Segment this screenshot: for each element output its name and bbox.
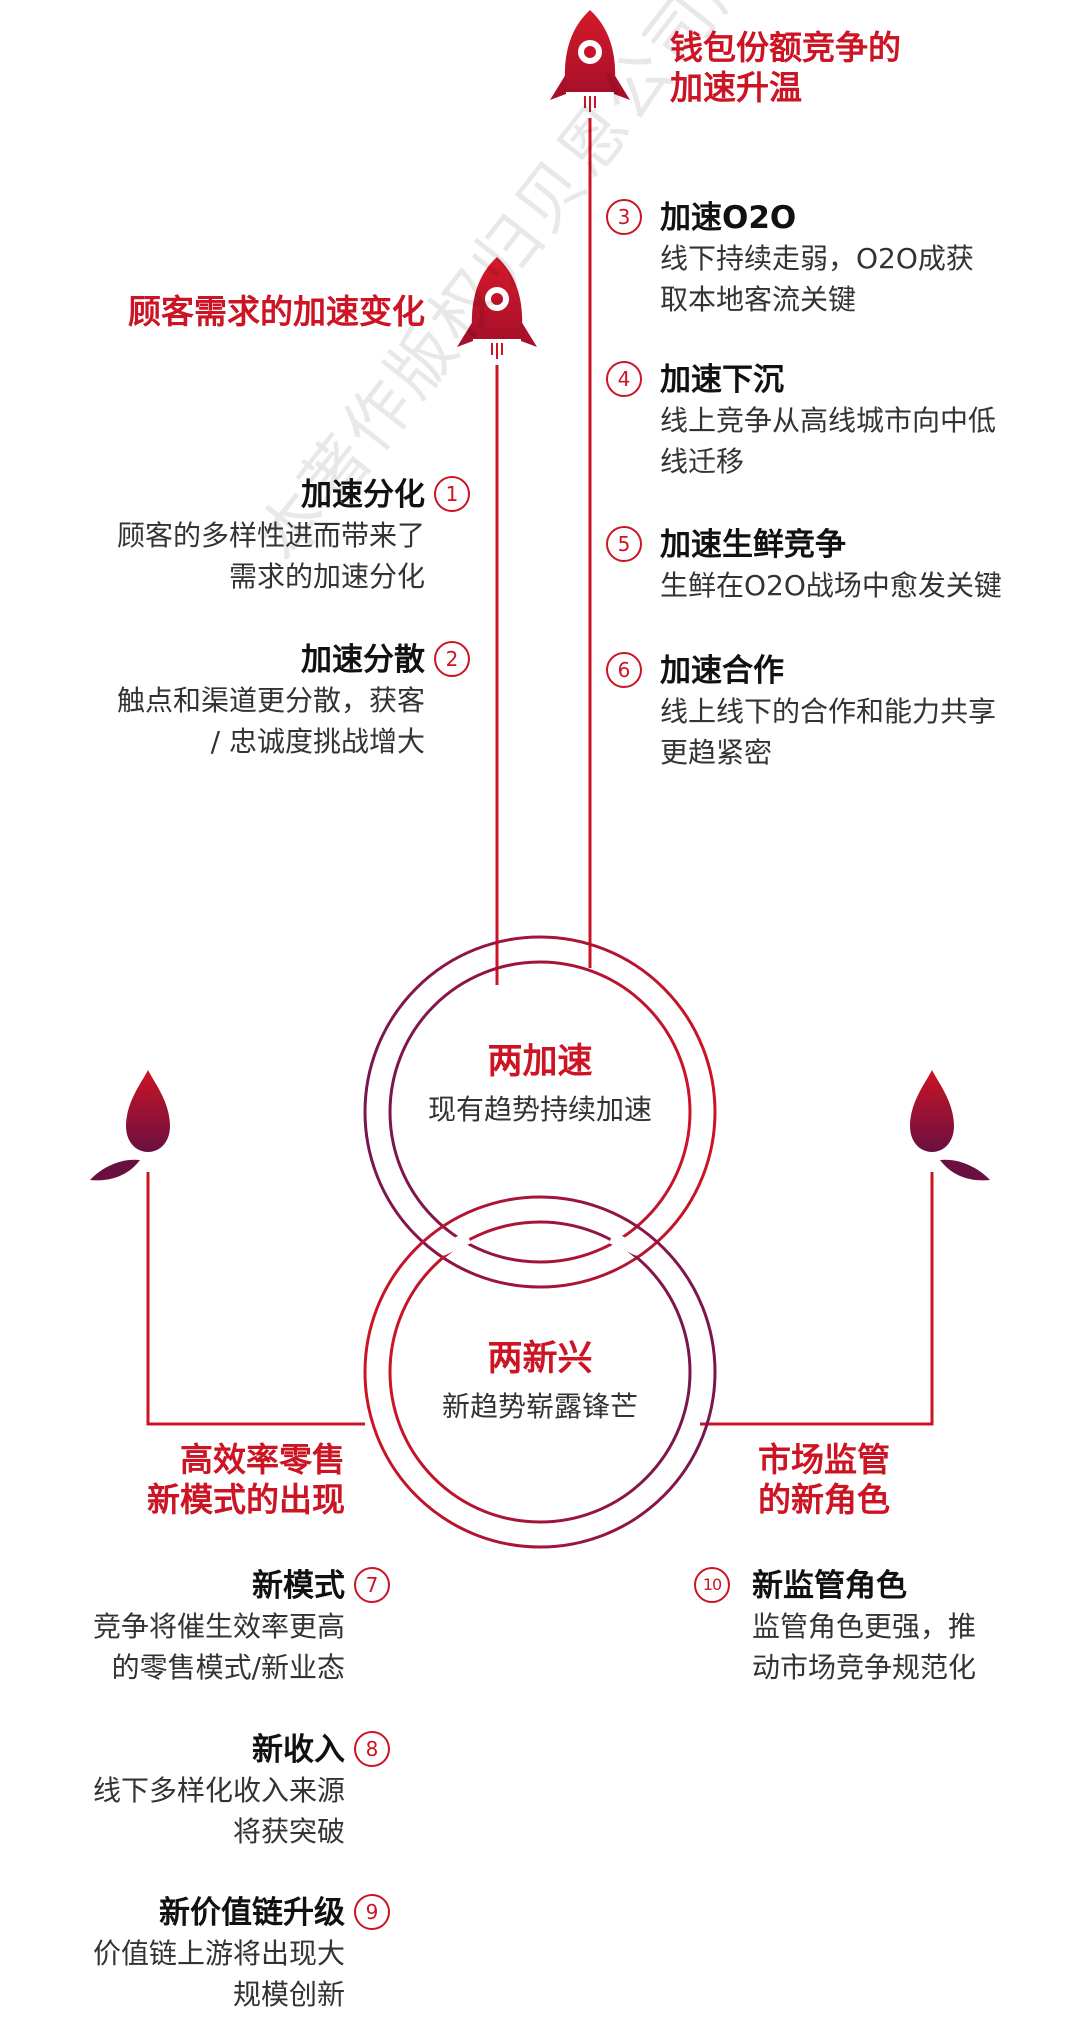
item-10-line2: 动市场竞争规范化 <box>752 1651 977 1684</box>
item-2-line2: / 忠诚度挑战增大 <box>210 725 425 758</box>
item-7-number: 7 <box>354 1567 390 1603</box>
circle-bottom-title: 两新兴 <box>487 1339 593 1379</box>
item-9: 新价值链升级 价值链上游将出现大 规模创新 <box>30 1893 345 2015</box>
item-8-number: 8 <box>354 1731 390 1767</box>
item-5-title: 加速生鲜竞争 <box>660 527 846 563</box>
item-6: 加速合作 线上线下的合作和能力共享 更趋紧密 <box>660 651 1070 773</box>
item-8-line2: 将获突破 <box>232 1815 345 1848</box>
item-4-line1: 线上竞争从高线城市向中低 <box>660 404 997 437</box>
item-5-line1: 生鲜在O2O战场中愈发关键 <box>660 569 1002 602</box>
rocket-right-icon <box>550 10 630 112</box>
item-9-number: 9 <box>354 1894 390 1930</box>
circle-top-title: 两加速 <box>487 1042 593 1082</box>
top-circle-outer <box>363 935 717 1289</box>
item-1-line2: 需求的加速分化 <box>228 560 425 593</box>
item-6-title: 加速合作 <box>660 653 784 689</box>
item-2-title: 加速分散 <box>301 642 425 678</box>
item-8-title: 新收入 <box>252 1732 345 1768</box>
item-7: 新模式 竞争将催生效率更高 的零售模式/新业态 <box>30 1566 345 1688</box>
item-5: 加速生鲜竞争 生鲜在O2O战场中愈发关键 <box>660 525 1070 606</box>
item-6-line1: 线上线下的合作和能力共享 <box>660 695 997 728</box>
item-7-line1: 竞争将催生效率更高 <box>92 1610 345 1643</box>
item-6-number: 6 <box>606 652 642 688</box>
sprout-left-title: 高效率零售 新模式的出现 <box>40 1440 345 1520</box>
item-4-number: 4 <box>606 361 642 397</box>
item-3-line2: 取本地客流关键 <box>660 283 857 316</box>
rocket-left-icon <box>457 257 537 359</box>
item-6-line2: 更趋紧密 <box>660 736 773 769</box>
item-2-line1: 触点和渠道更分散，获客 <box>116 684 425 717</box>
item-3-title: 加速O2O <box>660 200 797 236</box>
item-4-title: 加速下沉 <box>660 362 784 398</box>
sprout-left-title-line1: 高效率零售 <box>180 1440 345 1479</box>
sprout-right-title-line2: 的新角色 <box>758 1480 890 1519</box>
rocket-right-title-line2: 加速升温 <box>670 68 802 107</box>
item-1-title: 加速分化 <box>301 477 425 513</box>
item-1: 加速分化 顾客的多样性进而带来了 需求的加速分化 <box>40 475 425 597</box>
item-1-line1: 顾客的多样性进而带来了 <box>116 519 425 552</box>
item-9-line1: 价值链上游将出现大 <box>92 1937 345 1970</box>
item-9-title: 新价值链升级 <box>159 1895 345 1931</box>
item-8: 新收入 线下多样化收入来源 将获突破 <box>30 1730 345 1852</box>
item-4-line2: 线迁移 <box>660 445 745 478</box>
item-3-number: 3 <box>606 199 642 235</box>
left-sprout-line <box>146 1172 365 1426</box>
item-3: 加速O2O 线下持续走弱，O2O成获 取本地客流关键 <box>660 198 1060 320</box>
sprout-left-icon <box>90 1070 170 1181</box>
sprout-right-icon <box>910 1070 990 1181</box>
item-7-title: 新模式 <box>252 1568 345 1604</box>
item-10-line1: 监管角色更强，推 <box>752 1610 977 1643</box>
circle-bottom-subtitle: 新趋势崭露锋芒 <box>441 1390 638 1423</box>
item-5-number: 5 <box>606 526 642 562</box>
item-1-number: 1 <box>434 476 470 512</box>
top-circle-inner <box>388 960 692 1264</box>
sprout-right-title-line1: 市场监管 <box>758 1440 890 1479</box>
item-8-line1: 线下多样化收入来源 <box>92 1774 345 1807</box>
rocket-left-title: 顾客需求的加速变化 <box>128 292 425 331</box>
item-3-line1: 线下持续走弱，O2O成获 <box>660 242 974 275</box>
item-10-number: 10 <box>694 1567 730 1603</box>
item-10-title: 新监管角色 <box>752 1568 907 1604</box>
circle-top-subtitle: 现有趋势持续加速 <box>427 1093 652 1126</box>
item-4: 加速下沉 线上竞争从高线城市向中低 线迁移 <box>660 360 1070 482</box>
rocket-right-title: 钱包份额竞争的 加速升温 <box>670 28 901 108</box>
item-10: 新监管角色 监管角色更强，推 动市场竞争规范化 <box>752 1566 1072 1688</box>
bottom-circle-outer <box>363 1195 717 1549</box>
right-sprout-line <box>700 1172 934 1426</box>
sprout-left-title-line2: 新模式的出现 <box>147 1480 345 1519</box>
sprout-right-title: 市场监管 的新角色 <box>758 1440 1058 1520</box>
item-2-number: 2 <box>434 641 470 677</box>
bottom-circle-inner <box>388 1220 692 1524</box>
item-2: 加速分散 触点和渠道更分散，获客 / 忠诚度挑战增大 <box>40 640 425 762</box>
item-7-line2: 的零售模式/新业态 <box>111 1651 345 1684</box>
rocket-right-title-line1: 钱包份额竞争的 <box>670 28 901 67</box>
item-9-line2: 规模创新 <box>232 1978 345 2011</box>
